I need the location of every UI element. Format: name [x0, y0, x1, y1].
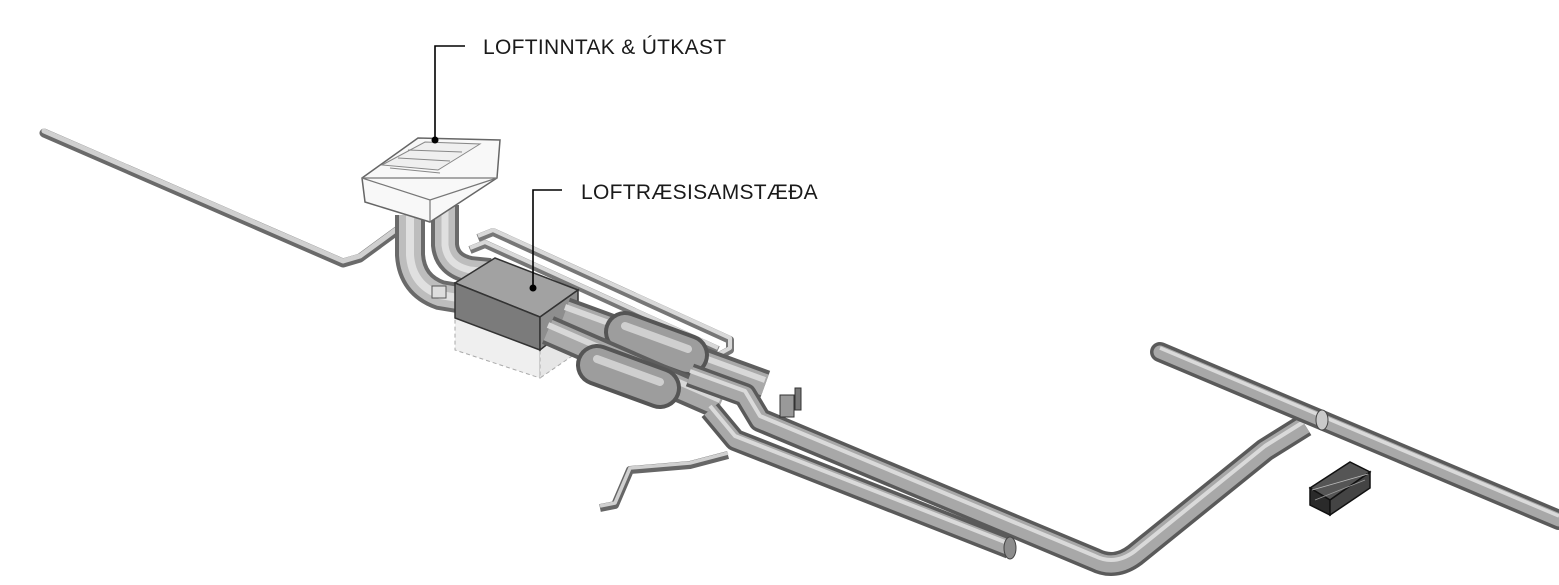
damper-fitting: [779, 387, 802, 418]
ventilation-unit-label: LOFTRÆSISAMSTÆÐA: [581, 181, 818, 204]
lower-branch-duct: [701, 402, 1017, 560]
main-trunk-duct: [685, 363, 1312, 576]
exhaust-grille: [1308, 461, 1372, 517]
air-intake-exhaust-label: LOFTINNTAK & ÚTKAST: [483, 36, 726, 59]
intake-exhaust-hood: [361, 137, 501, 223]
silencer-ducts: [542, 297, 771, 419]
right-t-branch-duct: [1150, 342, 1559, 530]
left-supply-pipe: [39, 128, 410, 268]
callout-leader-unit: [529, 189, 562, 292]
intake-elbow-ducts: [395, 205, 492, 315]
drain-pipe: [599, 451, 730, 512]
callout-leader-intake: [431, 45, 465, 144]
